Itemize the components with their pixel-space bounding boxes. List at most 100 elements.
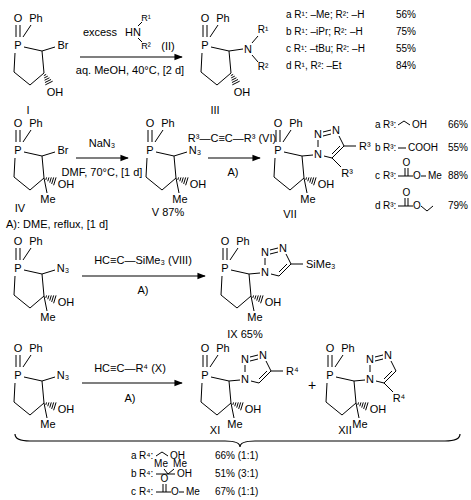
scheme-text: Br bbox=[57, 40, 70, 51]
scheme-text: NaN₃ bbox=[88, 138, 117, 149]
bond-line bbox=[138, 22, 142, 26]
scheme-text: R³ bbox=[340, 168, 354, 179]
bond-line bbox=[326, 402, 342, 415]
bond-line bbox=[279, 264, 287, 272]
scheme-text: O bbox=[145, 118, 156, 129]
bond-line bbox=[23, 25, 31, 37]
scheme-text: Me bbox=[246, 312, 263, 323]
scheme-text: OH bbox=[46, 87, 65, 98]
scheme-text: I bbox=[25, 105, 30, 116]
bond-line bbox=[354, 380, 365, 381]
bond-line bbox=[42, 51, 44, 73]
bond-line bbox=[362, 402, 364, 407]
bond-line bbox=[312, 177, 314, 183]
bond-line bbox=[20, 130, 21, 142]
bond-line bbox=[146, 158, 147, 177]
scheme-text: R⁴ bbox=[285, 366, 300, 377]
scheme-text: Me bbox=[351, 419, 368, 430]
scheme-text: N bbox=[365, 374, 375, 385]
bond-line bbox=[305, 177, 307, 179]
bond-line bbox=[251, 381, 259, 383]
reaction-arrow bbox=[82, 275, 205, 276]
scheme-text: P bbox=[13, 263, 22, 274]
bond-line bbox=[20, 25, 21, 37]
scheme-text: O bbox=[200, 13, 211, 24]
scheme-text: Ph bbox=[28, 118, 43, 129]
scheme-text: N bbox=[260, 267, 270, 278]
bond-line bbox=[290, 178, 304, 190]
reaction-arrow bbox=[82, 382, 182, 383]
bond-line bbox=[384, 383, 393, 392]
bond-line bbox=[314, 177, 316, 185]
scheme-text: Me bbox=[39, 312, 56, 323]
bond-line bbox=[54, 295, 56, 303]
scheme-text: N bbox=[383, 350, 393, 361]
scheme-text: P bbox=[200, 370, 209, 381]
bond-line bbox=[237, 296, 251, 308]
scheme-text: OH bbox=[264, 297, 283, 308]
bond-line bbox=[335, 355, 343, 367]
bond-line bbox=[48, 402, 49, 406]
bond-line bbox=[257, 295, 259, 300]
bond-line bbox=[30, 178, 44, 190]
bond-line bbox=[265, 258, 266, 265]
scheme-text: Ph bbox=[235, 236, 250, 247]
bond-line bbox=[230, 248, 238, 260]
bond-line bbox=[23, 248, 31, 260]
bond-line bbox=[223, 248, 224, 260]
scheme-text: N bbox=[258, 350, 268, 361]
reaction-arrow bbox=[80, 56, 182, 57]
scheme-text: 84% bbox=[395, 61, 417, 71]
bond-line bbox=[332, 355, 333, 367]
bond-line bbox=[23, 355, 31, 367]
scheme-text: 66% (1:1) bbox=[214, 451, 259, 461]
bond-line bbox=[366, 402, 368, 410]
scheme-text: OH bbox=[189, 179, 208, 190]
scheme-text: O bbox=[412, 201, 422, 211]
bond-line bbox=[229, 381, 231, 403]
scheme-text: A) bbox=[124, 393, 137, 404]
bond-line bbox=[405, 198, 406, 206]
bond-line bbox=[45, 295, 47, 297]
scheme-text: IV bbox=[14, 203, 26, 214]
bond-line bbox=[249, 273, 260, 274]
bond-line bbox=[249, 274, 251, 296]
bond-line bbox=[50, 295, 52, 300]
bond-line bbox=[421, 206, 427, 211]
scheme-text: a R¹: –Me; R²: –H bbox=[285, 10, 365, 20]
bond-line bbox=[42, 47, 55, 51]
scheme-text: N bbox=[313, 129, 323, 140]
bond-line bbox=[255, 295, 256, 299]
bond-line bbox=[45, 81, 52, 85]
bond-line bbox=[52, 177, 54, 183]
scheme-text: OH bbox=[176, 469, 193, 479]
scheme-text: OH bbox=[411, 120, 428, 130]
bond-line bbox=[14, 53, 15, 72]
bond-line bbox=[14, 177, 30, 190]
bond-line bbox=[155, 130, 163, 142]
scheme-text: 88% bbox=[447, 171, 469, 181]
bond-line bbox=[14, 295, 30, 308]
bond-line bbox=[231, 270, 249, 274]
scheme-text: O bbox=[13, 343, 24, 354]
bond-line bbox=[266, 361, 271, 371]
scheme-text: a bbox=[130, 451, 138, 461]
scheme-text: O bbox=[402, 158, 412, 168]
scheme-text: OH bbox=[317, 179, 336, 190]
bond-line bbox=[302, 155, 313, 156]
scheme-text: N bbox=[278, 243, 288, 254]
bond-line bbox=[259, 371, 271, 383]
scheme-text: O bbox=[160, 474, 170, 484]
bond-line bbox=[174, 152, 187, 156]
scheme-text: b bbox=[374, 143, 382, 153]
bond-line bbox=[152, 130, 153, 142]
bond-line bbox=[14, 383, 15, 402]
bond-line bbox=[42, 270, 55, 274]
bond-line bbox=[201, 72, 217, 85]
scheme-text: P bbox=[13, 145, 22, 156]
bond-line bbox=[302, 156, 304, 178]
bond-line bbox=[284, 152, 302, 156]
scheme-text: Ph bbox=[215, 13, 230, 24]
bond-line bbox=[231, 403, 234, 418]
scheme-text: VII bbox=[282, 209, 297, 220]
